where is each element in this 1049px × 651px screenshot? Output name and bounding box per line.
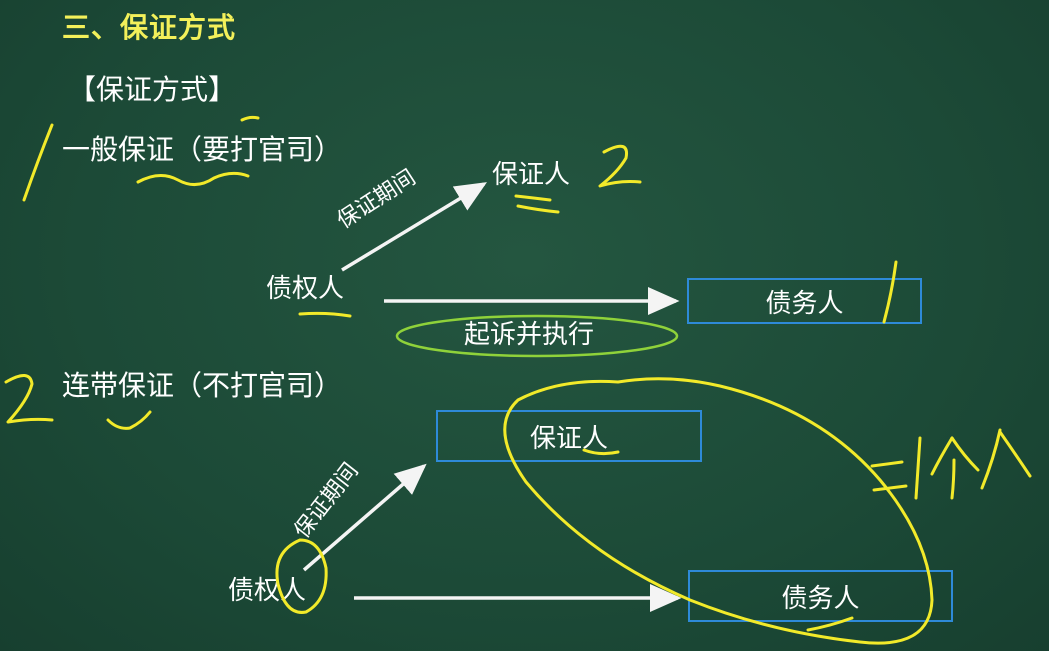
general-debtor-box: 债务人	[687, 278, 922, 324]
general-period-arrow	[341, 182, 487, 272]
hand-underline-joint-guarantor	[582, 448, 620, 456]
hand-mark-2-joint	[4, 374, 54, 424]
joint-creditor-label: 债权人	[228, 576, 307, 606]
general-creditor-label: 债权人	[266, 274, 345, 304]
general-guarantee-heading: 一般保证（要打官司）	[62, 133, 343, 166]
general-guarantor-label: 保证人	[492, 160, 571, 190]
joint-guarantee-heading: 连带保证（不打官司）	[62, 369, 343, 402]
general-debtor-label: 债务人	[765, 288, 844, 319]
joint-guarantor-label: 保证人	[529, 423, 608, 454]
hand-circle-creditor	[275, 538, 328, 614]
hand-underline-creditor	[298, 311, 352, 318]
hand-mark-1-general	[22, 123, 54, 202]
hand-underline-guarantor-2	[516, 204, 560, 214]
hand-mark-1-debtor	[882, 260, 898, 324]
hand-note-one-person	[870, 428, 1032, 500]
subheading: 【保证方式】	[68, 73, 237, 106]
hand-underline-general	[136, 171, 250, 186]
hand-ellipse-joint	[503, 377, 934, 645]
joint-debtor-label: 债务人	[781, 583, 860, 614]
joint-period-arrow	[302, 463, 427, 572]
section-title: 三、保证方式	[62, 11, 237, 44]
sue-ellipse	[395, 314, 679, 358]
hand-underline-joint-debtor	[806, 616, 854, 632]
hand-stroke-bracket	[240, 115, 260, 122]
joint-guarantor-box: 保证人	[436, 410, 702, 462]
joint-debtor-box: 债务人	[688, 570, 953, 622]
sue-and-execute-label: 起诉并执行	[464, 320, 595, 350]
hand-underline-joint	[106, 410, 152, 430]
hand-underline-guarantor-1	[514, 194, 552, 202]
hand-mark-2-guarantor	[598, 144, 642, 188]
